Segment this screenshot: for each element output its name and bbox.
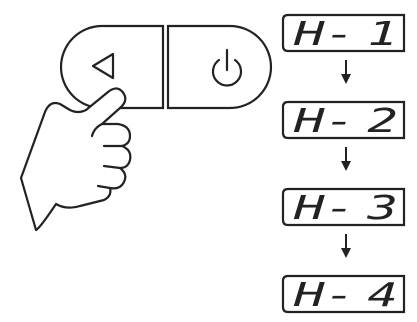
- arrow-down-icon: [341, 147, 351, 171]
- display-panel-3: [281, 187, 406, 227]
- display-panel-1: [281, 13, 406, 53]
- arrow-down-icon: [341, 234, 351, 258]
- left-triangle-icon: [91, 52, 115, 80]
- display-panel-2: [281, 100, 406, 140]
- display-panel-4: [281, 274, 406, 314]
- display-text-3: H-3: [292, 188, 398, 227]
- power-button[interactable]: [166, 24, 273, 110]
- display-text-2: H-2: [292, 101, 398, 140]
- power-icon: [211, 48, 243, 87]
- pointing-hand-icon: [19, 87, 132, 232]
- arrow-down-icon: [341, 60, 351, 84]
- display-text-1: H-1: [292, 14, 398, 53]
- display-text-4: H-4: [292, 275, 398, 314]
